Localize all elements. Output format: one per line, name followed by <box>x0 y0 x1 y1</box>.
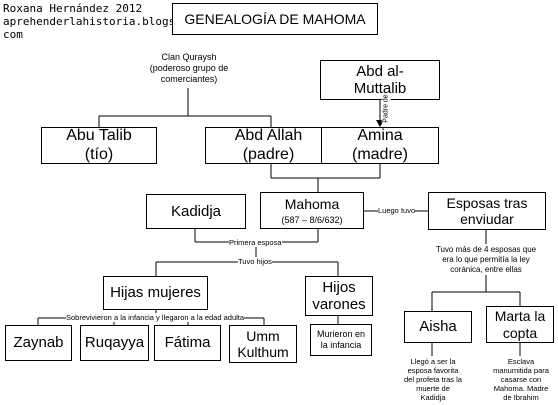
note-quraysh: Clan Quraysh (poderoso grupo de comercia… <box>136 52 242 85</box>
node-zaynab-text: Zaynab <box>13 334 64 352</box>
note-aisha-line2: esposa favorita <box>407 366 459 375</box>
node-amina: Amina (madre) <box>321 127 439 164</box>
node-zaynab: Zaynab <box>5 325 72 361</box>
node-aisha-text: Aisha <box>419 318 457 336</box>
node-hijos-line1: Hijos <box>322 278 356 296</box>
note-marta-line1: Esclava <box>507 357 535 366</box>
label-tuvo-hijos: Tuvo hijos <box>238 257 272 266</box>
note-tuvo-mas-line1: Tuvo más de 4 esposas que <box>435 245 537 254</box>
note-marta-line5: de Ibrahim <box>503 393 539 402</box>
node-abd-al-muttalib-line2: Muttalib <box>353 80 407 97</box>
node-amina-line2: (madre) <box>351 145 408 163</box>
note-tuvo-mas-esposas: Tuvo más de 4 esposas que era lo que per… <box>426 245 546 275</box>
node-marta-line1: Marta la <box>494 308 546 325</box>
note-marta-line4: Mahoma. Madre <box>493 384 549 393</box>
title-text: GENEALOGÍA DE MAHOMA <box>184 10 366 27</box>
note-quraysh-line3: comerciantes) <box>160 74 218 84</box>
node-abu-talib: Abu Talib (tío) <box>41 127 157 164</box>
node-esposas-line2: enviudar <box>460 211 514 227</box>
note-quraysh-line1: Clan Quraysh <box>161 52 217 62</box>
node-amina-line1: Amina <box>357 127 403 145</box>
note-marta: Esclava manumitida para casarse con Maho… <box>490 357 552 402</box>
note-aisha-line4: muerte de <box>416 384 450 393</box>
credit-blog-line2: com <box>3 28 23 41</box>
node-marta-la-copta: Marta la copta <box>486 306 554 343</box>
node-abd-al-muttalib-line1: Abd al- <box>356 62 404 80</box>
note-marta-line3: casarse con <box>500 375 542 384</box>
node-mahoma: Mahoma (587 – 8/6/632) <box>260 192 364 229</box>
note-quraysh-line2: (poderoso grupo de <box>149 63 229 73</box>
node-aisha: Aisha <box>404 311 472 343</box>
node-abu-talib-line2: (tío) <box>84 145 114 163</box>
node-kadidja: Kadidja <box>146 194 246 229</box>
credit-blog-line1: aprehenderlahistoria.blogspot. <box>3 15 202 28</box>
node-hijas-text: Hijas mujeres <box>110 284 201 302</box>
node-umm-kulthum: Umm Kulthum <box>229 325 297 363</box>
node-marta-line2: copta <box>502 324 538 341</box>
note-murieron-line1: Murieron en <box>316 329 366 339</box>
node-hijos-line2: varones <box>312 296 366 313</box>
node-mahoma-name: Mahoma <box>284 195 340 212</box>
node-umm-line1: Umm <box>246 327 280 344</box>
node-fatima: Fátima <box>154 325 221 361</box>
node-abu-talib-line1: Abu Talib <box>66 127 132 145</box>
label-primera-esposa: Primera esposa <box>229 238 282 247</box>
label-sobrevivieron: Sobrevivieron a la infancia y llegaron a… <box>66 313 245 322</box>
note-marta-line2: manumitida para <box>493 366 549 375</box>
note-aisha-line5: Kadidja <box>420 393 446 402</box>
note-aisha-line1: Llegó a ser la <box>410 357 456 366</box>
node-esposas-tras-enviudar: Esposas tras enviudar <box>428 192 546 230</box>
note-aisha: Llegó a ser la esposa favorita del profe… <box>400 357 466 402</box>
note-tuvo-mas-line2: era lo que permitía la ley <box>442 255 530 264</box>
note-tuvo-mas-line3: coránica, entre ellas <box>450 265 522 274</box>
node-mahoma-dates: (587 – 8/6/632) <box>281 214 343 225</box>
page-title: GENEALOGÍA DE MAHOMA <box>172 3 378 35</box>
node-abd-allah-line1: Abd Allah <box>234 127 303 145</box>
author-credit: Roxana Hernández 2012 aprehenderlahistor… <box>3 2 202 41</box>
node-kadidja-text: Kadidja <box>170 202 222 220</box>
label-padre-de: Padre de <box>381 94 391 123</box>
node-ruqayya-text: Ruqayya <box>84 334 145 352</box>
label-luego-tuvo: Luego tuvo <box>378 206 416 215</box>
node-umm-line2: Kulthum <box>237 344 289 360</box>
node-hijos-varones: Hijos varones <box>305 276 373 316</box>
node-abd-allah: Abd Allah (padre) <box>205 127 332 164</box>
node-ruqayya: Ruqayya <box>80 325 149 361</box>
node-abd-al-muttalib: Abd al- Muttalib <box>320 60 440 100</box>
node-fatima-text: Fátima <box>164 334 211 352</box>
node-abd-allah-line2: (padre) <box>242 145 295 163</box>
credit-author: Roxana Hernández 2012 <box>3 2 143 15</box>
note-murieron-infancia: Murieron en la infancia <box>310 324 372 356</box>
node-esposas-line1: Esposas tras <box>446 194 528 211</box>
note-murieron-line2: la infancia <box>320 340 362 350</box>
node-hijas-mujeres: Hijas mujeres <box>103 276 208 310</box>
note-aisha-line3: del profeta tras la <box>404 375 462 384</box>
